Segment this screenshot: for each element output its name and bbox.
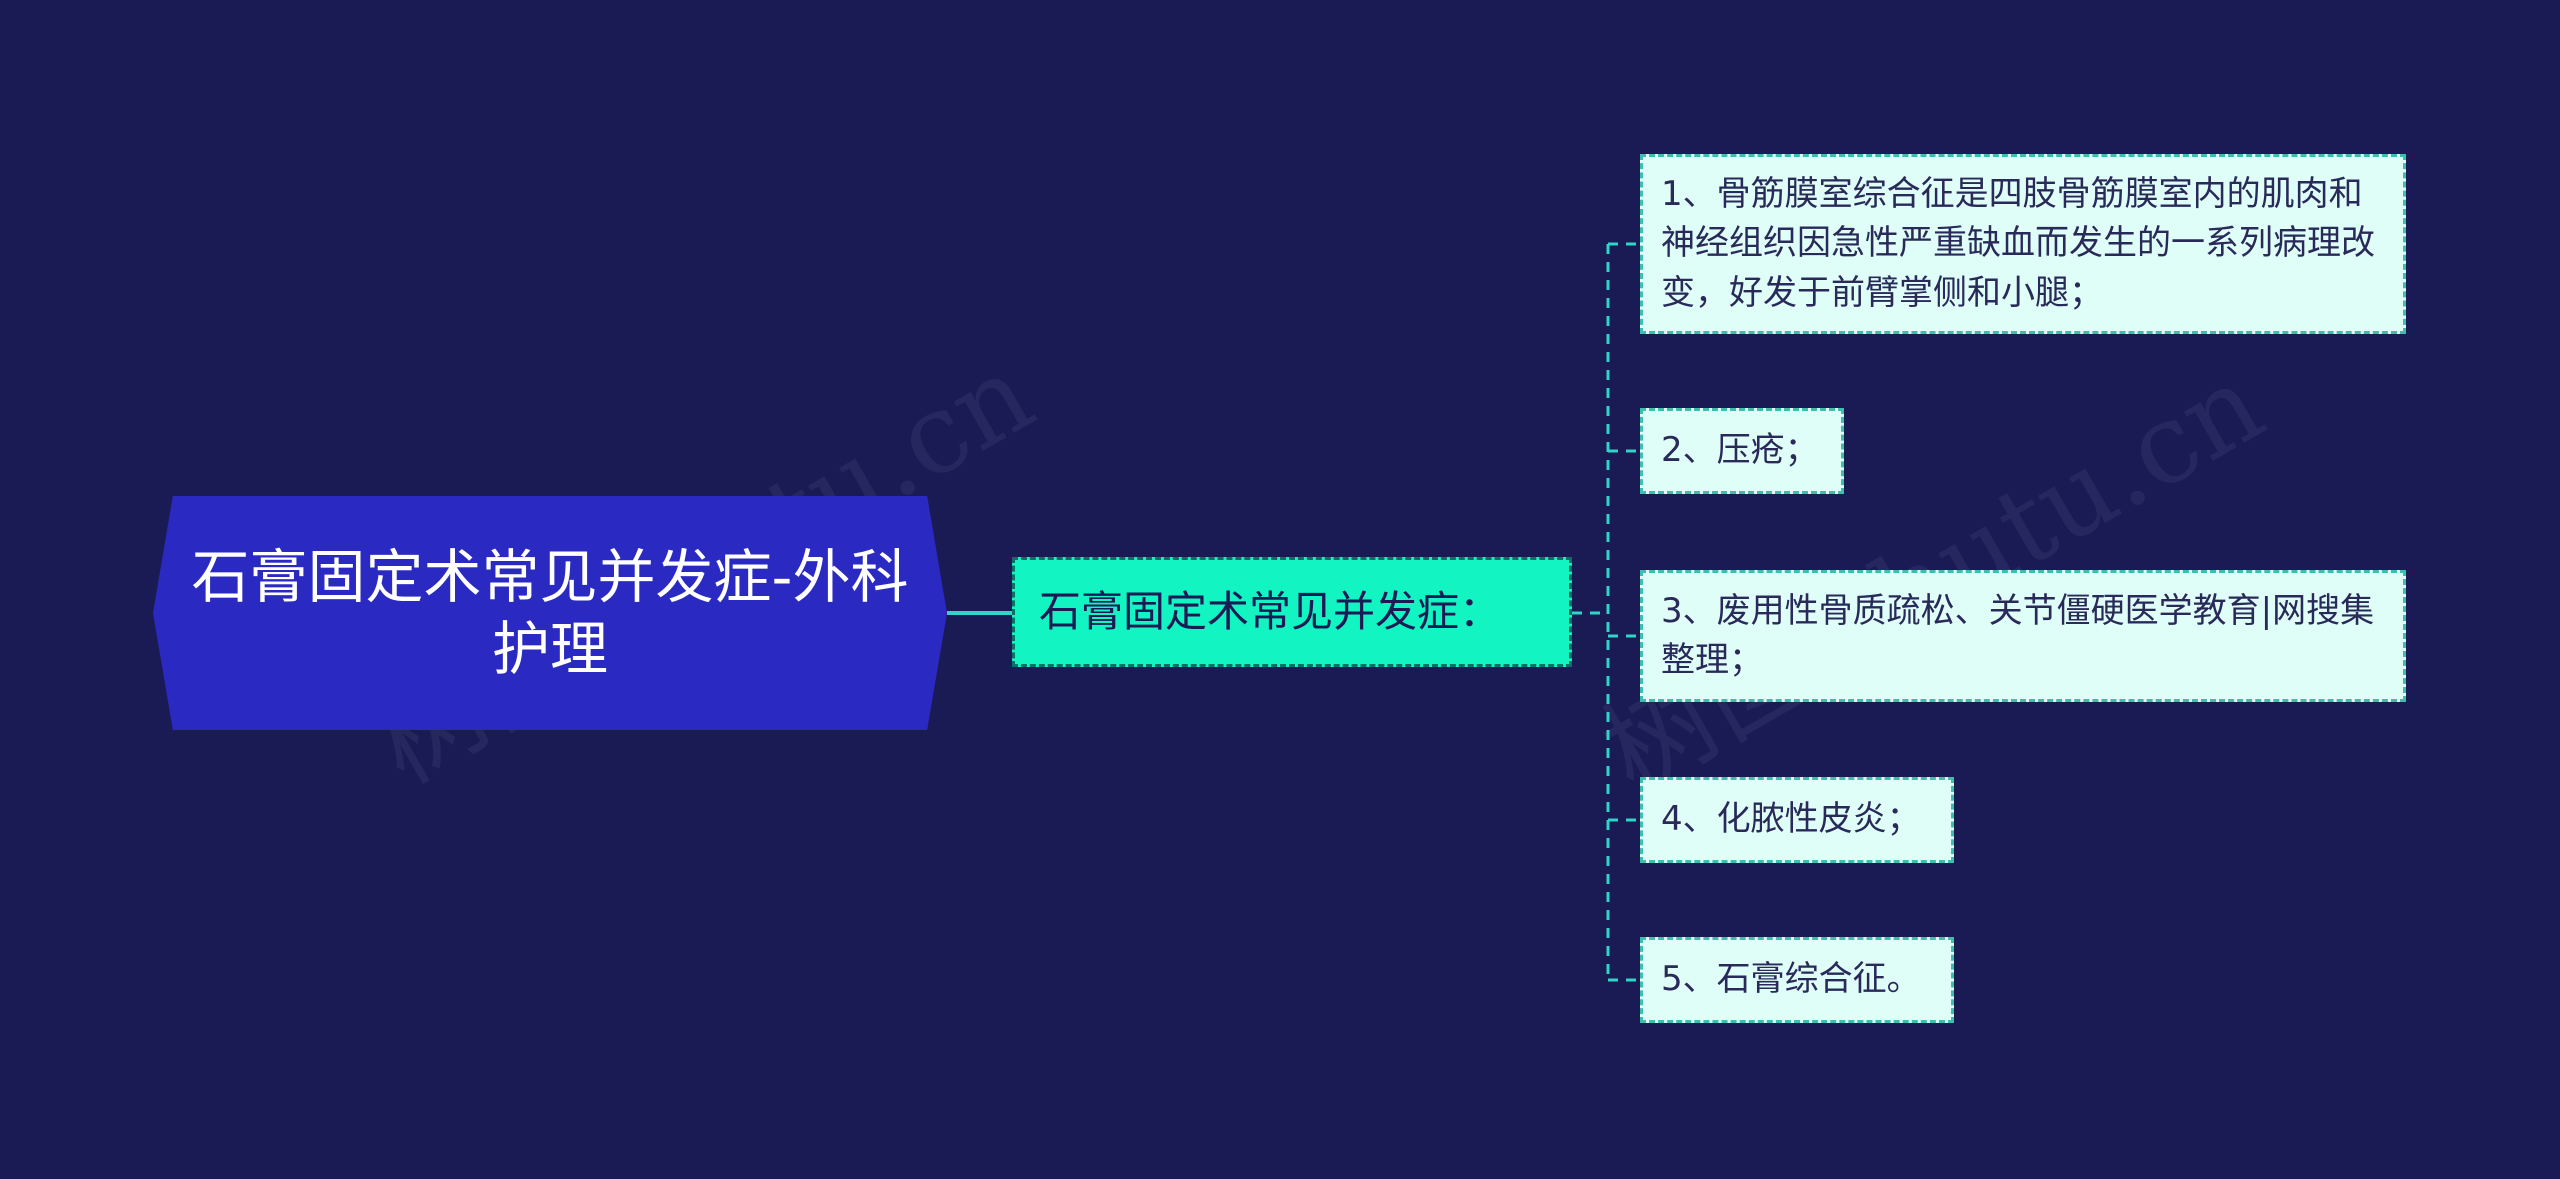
leaf-label: 3、废用性骨质疏松、关节僵硬医学教育|网搜集整理； xyxy=(1661,590,2375,680)
branch-node[interactable]: 石膏固定术常见并发症： xyxy=(1012,557,1572,667)
leaf-label: 4、化脓性皮炎； xyxy=(1661,799,1921,840)
root-node[interactable]: 石膏固定术常见并发症-外科护理 xyxy=(153,496,947,730)
leaf-node-1[interactable]: 1、骨筋膜室综合征是四肢骨筋膜室内的肌肉和神经组织因急性严重缺血而发生的一系列病… xyxy=(1640,154,2406,334)
leaf-node-4[interactable]: 4、化脓性皮炎； xyxy=(1640,777,1954,863)
leaf-node-5[interactable]: 5、石膏综合征。 xyxy=(1640,937,1954,1023)
leaf-label: 1、骨筋膜室综合征是四肢骨筋膜室内的肌肉和神经组织因急性严重缺血而发生的一系列病… xyxy=(1661,174,2375,313)
leaf-label: 5、石膏综合征。 xyxy=(1661,959,1921,1000)
leaf-node-2[interactable]: 2、压疮； xyxy=(1640,408,1844,494)
leaf-label: 2、压疮； xyxy=(1661,430,1819,471)
branch-label: 石膏固定术常见并发症： xyxy=(1039,586,1502,636)
leaf-node-3[interactable]: 3、废用性骨质疏松、关节僵硬医学教育|网搜集整理； xyxy=(1640,570,2406,702)
root-label: 石膏固定术常见并发症-外科护理 xyxy=(191,542,909,684)
